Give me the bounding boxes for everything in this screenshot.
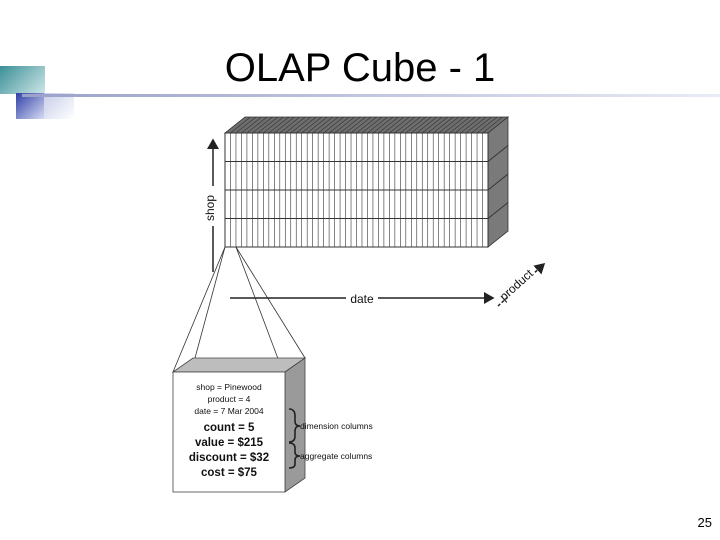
cell-agg-discount: discount = $32: [189, 452, 269, 464]
aggregate-brace: [288, 442, 301, 469]
cube-front-grid: [225, 133, 488, 247]
corner-block-blue: [16, 93, 44, 119]
cube-top-hatch-line: [460, 116, 481, 134]
cube-top-hatch-line: [301, 116, 322, 134]
dimension-columns-label: dimension columns: [300, 421, 373, 431]
date-label-bg: [346, 290, 378, 306]
cube-top-hatch-line: [454, 116, 476, 134]
cell-dim-date: date = 7 Mar 2004: [194, 406, 264, 416]
cube-top-hatch-line: [471, 116, 492, 134]
cube-top-hatch-line: [389, 116, 410, 134]
zoom-line-left-outer: [172, 246, 226, 373]
cube-side-row-line: [487, 145, 509, 162]
cube-top-hatch-line: [383, 116, 405, 134]
cube-top-hatch-line: [350, 116, 372, 134]
corner-block-light: [44, 93, 74, 119]
zoom-line-right-inner: [235, 246, 284, 373]
cell-dim-shop: shop = Pinewood: [196, 382, 262, 392]
corner-block-teal: [0, 66, 45, 94]
cell-agg-value: value = $215: [195, 437, 264, 449]
cube-top-hatch-line: [372, 116, 394, 134]
cell-agg-cost: cost = $75: [201, 467, 258, 479]
title-divider-line: [22, 94, 720, 97]
cube-top-hatch-line: [400, 116, 421, 134]
cube-top-hatch-line: [438, 116, 459, 134]
dimension-brace: [288, 408, 301, 443]
cube-top-hatch-line: [405, 116, 426, 134]
cube-top-hatch-line: [476, 116, 498, 134]
cube-top-hatch-line: [345, 116, 366, 134]
zoom-line-right-outer: [235, 246, 306, 359]
cube-top-hatch-line: [317, 116, 339, 134]
cube-top-hatch-line: [416, 116, 437, 134]
cube-top-hatch-line: [230, 116, 251, 134]
cube-top-hatch-line: [246, 116, 268, 134]
cube-top-hatch-line: [312, 116, 333, 134]
cell-agg-count: count = 5: [204, 422, 255, 434]
cube-top-hatch-line: [334, 116, 355, 134]
cube-top-hatch-line: [449, 116, 470, 134]
cube-top-hatch-line: [328, 116, 350, 134]
shop-axis-label: shop: [203, 195, 217, 221]
cube-top-hatch-line: [411, 116, 432, 134]
cube-top-hatch-line: [482, 116, 503, 134]
cube-top-hatch-line: [252, 116, 273, 134]
cube-top-hatch-line: [268, 116, 290, 134]
cube-top-hatch-line: [367, 116, 388, 134]
cube-side-row-lines: [487, 145, 509, 219]
slide-number: 25: [697, 515, 712, 530]
cube-top-hatch-line: [285, 116, 306, 134]
zoom-line-left-inner: [194, 246, 226, 359]
cube-top-hatch-line: [323, 116, 344, 134]
slide-title: OLAP Cube - 1: [224, 46, 496, 90]
cube-top-hatch-line: [356, 116, 377, 134]
cube-top-hatch-line: [307, 116, 328, 134]
cube-side-row-line: [487, 202, 509, 219]
product-label-bg: [499, 264, 537, 300]
cell-top-face: [171, 357, 307, 373]
cell-front-face: [172, 371, 286, 493]
cube-top-hatch-line: [274, 116, 295, 134]
aggregate-columns-label: aggregate columns: [300, 451, 372, 461]
cube-top-hatch-line: [443, 116, 465, 134]
cube-top-hatch-line: [394, 116, 416, 134]
cube-top-hatch-line: [422, 116, 443, 134]
cube-top-hatch-line: [296, 116, 317, 134]
cube-top-hatch-line: [279, 116, 300, 134]
cube-top-hatch-line: [433, 116, 454, 134]
cube-top-hatch-line: [378, 116, 399, 134]
product-axis-label: product: [497, 266, 537, 304]
cell-dim-product: product = 4: [208, 394, 251, 404]
cube-top-hatch-line: [263, 116, 284, 134]
cube-top-hatch-line: [290, 116, 311, 134]
cube-top-hatch-line: [361, 116, 383, 134]
cube-top-hatch-line: [427, 116, 448, 134]
cube-top-hatch-line: [339, 116, 361, 134]
cube-top-hatch-line: [241, 116, 262, 134]
cube-top-hatching: [230, 116, 503, 134]
cube-top-hatch-line: [257, 116, 279, 134]
cube-top-hatch-line: [235, 116, 257, 134]
cube-top-hatch-line: [465, 116, 487, 134]
shop-label-bg: [198, 186, 220, 226]
cube-side-row-line: [487, 173, 509, 191]
date-axis-label: date: [350, 292, 374, 306]
